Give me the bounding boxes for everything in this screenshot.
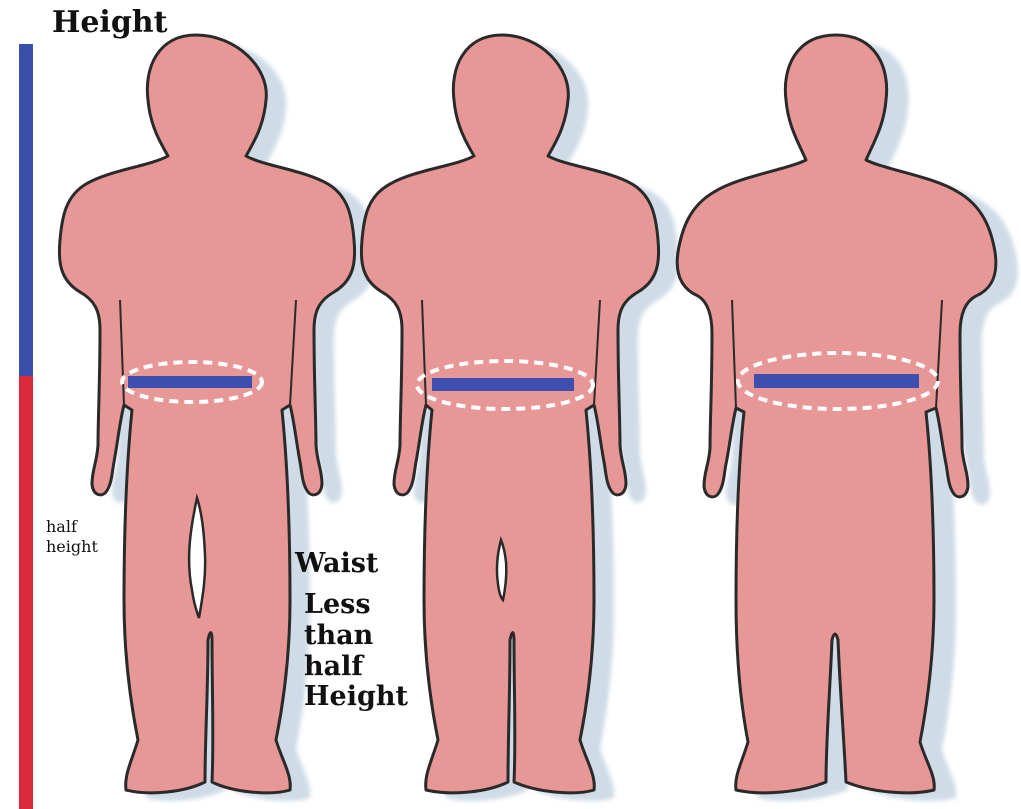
height-label: Height: [52, 8, 167, 38]
figure-medium-leg-gap: [497, 540, 506, 600]
waist-description-line1: Less: [304, 590, 434, 621]
half-height-label: half height: [46, 517, 136, 557]
waist-label: Waist: [295, 550, 378, 577]
height-bar-upper: [19, 44, 33, 376]
height-scale-bar: [19, 44, 33, 809]
waist-description: Less than half Height: [304, 590, 434, 713]
half-height-label-line2: height: [46, 537, 136, 557]
waist-description-line4: Height: [304, 682, 434, 713]
figure-wide-waist-bar: [754, 374, 919, 388]
waist-description-line3: half: [304, 652, 434, 683]
height-bar-lower: [19, 376, 33, 809]
figure-wide: [677, 35, 1018, 801]
half-height-label-line1: half: [46, 517, 136, 537]
figure-slim-waist-bar: [128, 376, 252, 388]
waist-description-line2: than: [304, 621, 434, 652]
figure-medium-waist-bar: [432, 378, 574, 391]
